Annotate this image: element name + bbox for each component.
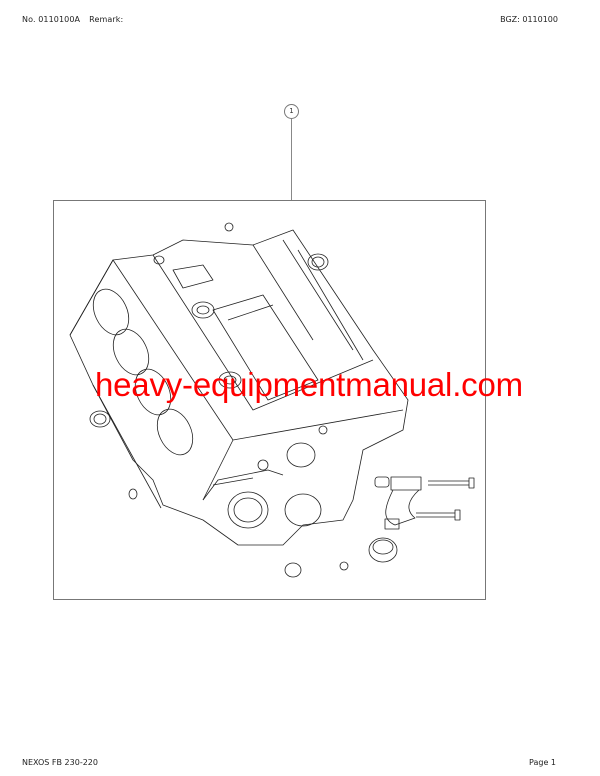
remark-label: Remark: <box>89 15 124 24</box>
watermark-text: heavy-equipmentmanual.com <box>95 366 523 403</box>
model-name: NEXOS FB 230-220 <box>22 758 98 767</box>
callout-leader-line <box>291 119 292 200</box>
callout-1[interactable]: 1 <box>284 104 299 119</box>
engine-block-drawing <box>69 222 475 578</box>
page-header-left: No. 0110100A Remark: <box>22 15 132 24</box>
part-number: No. 0110100A <box>22 15 81 24</box>
illustration-frame <box>53 200 486 600</box>
bgz-number: BGZ: 0110100 <box>500 15 558 24</box>
page-number: Page 1 <box>529 758 556 767</box>
